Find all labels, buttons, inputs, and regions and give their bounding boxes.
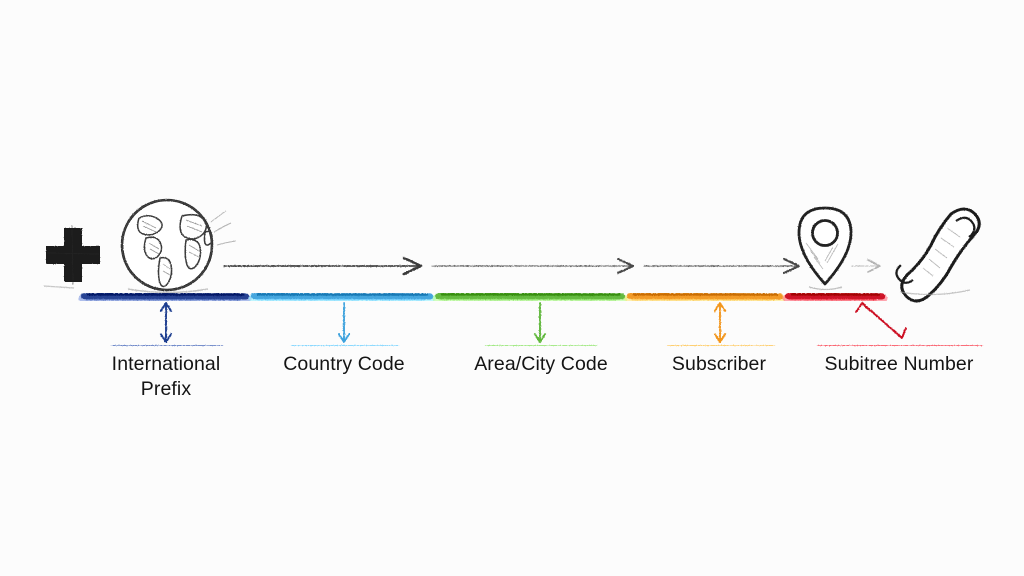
segment-bar-international-prefix[interactable] (78, 292, 252, 302)
segment-label-subscriber: Subscriber (671, 353, 767, 375)
segment-label-country-code: Country Code (283, 353, 405, 375)
segment-pointer-subitree-number (816, 302, 984, 347)
flow-arrow-1 (223, 256, 423, 276)
location-pin-icon (797, 206, 853, 291)
flow-arrow-3 (643, 257, 801, 275)
flow-arrow-2 (431, 257, 635, 275)
segment-bar-subitree-number[interactable] (782, 292, 888, 302)
segment-label-subitree-number: Subitree Number (824, 353, 974, 375)
flow-arrow-4 (851, 259, 881, 273)
segment-label-area-city-code: Area/City Code (474, 353, 608, 375)
segment-bar-area-city-code[interactable] (432, 292, 628, 302)
segment-pointer-country-code (290, 302, 400, 347)
segment-bar-subscriber[interactable] (624, 292, 786, 302)
segment-label-international-prefix: International Prefix (111, 353, 221, 400)
segment-bar-country-code[interactable] (248, 292, 436, 302)
segment-bar-track (78, 292, 888, 302)
segment-pointer-international-prefix (110, 302, 224, 347)
segment-pointers (110, 302, 984, 347)
telephone-handset-icon (895, 207, 981, 303)
segment-pointer-area-city-code (484, 302, 598, 347)
globe-icon (120, 198, 237, 294)
plus-sign-icon (43, 224, 100, 289)
segment-pointer-subscriber (666, 302, 776, 347)
